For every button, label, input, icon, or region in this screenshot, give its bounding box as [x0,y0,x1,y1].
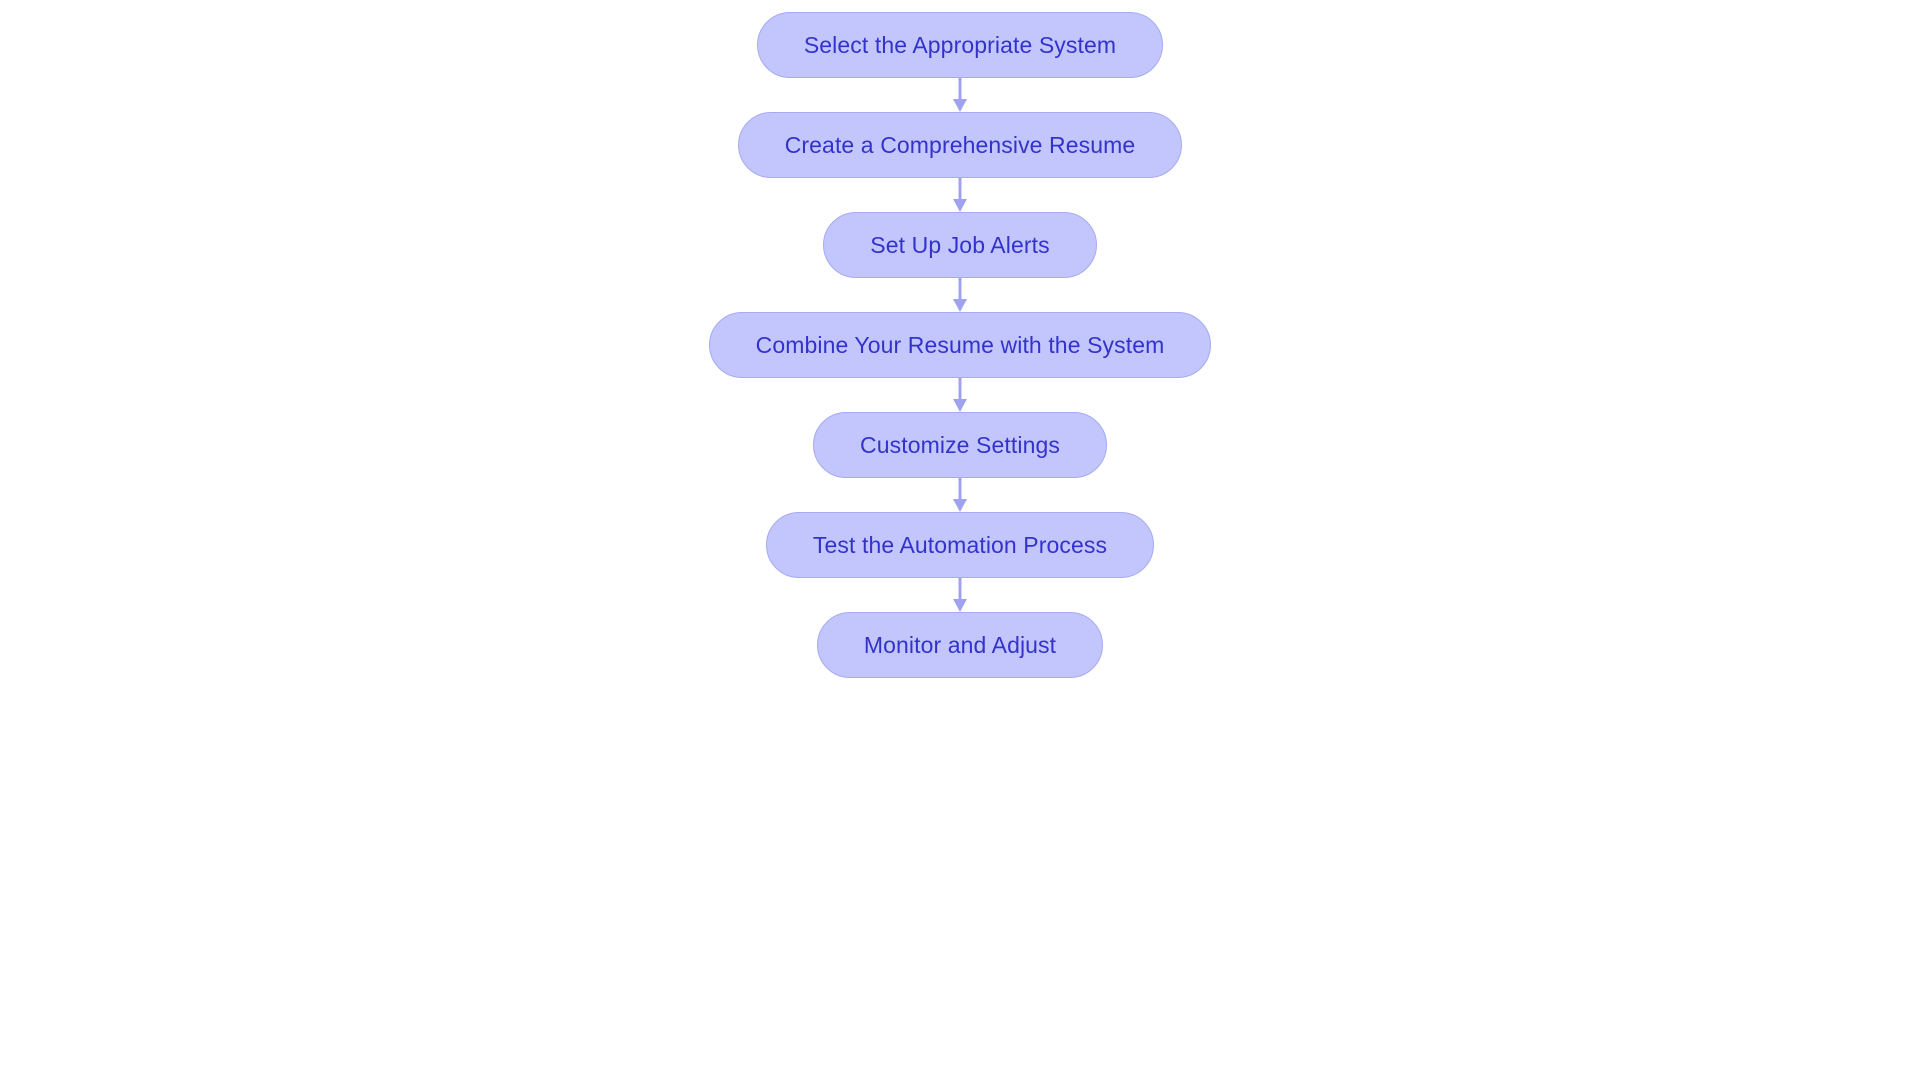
arrowhead-down-icon [953,499,967,512]
connector-line [958,78,962,100]
flowchart-node-label: Create a Comprehensive Resume [784,131,1136,158]
flowchart-node-combine-your-resume-with-the-system[interactable]: Combine Your Resume with the System [708,312,1212,378]
flowchart-node-select-the-appropriate-system[interactable]: Select the Appropriate System [756,12,1164,78]
flowchart-node-create-a-comprehensive-resume[interactable]: Create a Comprehensive Resume [737,112,1183,178]
arrowhead-down-icon [953,199,967,212]
flowchart-node-monitor-and-adjust[interactable]: Monitor and Adjust [816,612,1104,678]
flowchart-node-label: Combine Your Resume with the System [755,331,1165,358]
flowchart-arrow-3-to-4 [952,278,968,312]
flowchart-arrow-6-to-7 [952,578,968,612]
connector-line [958,278,962,300]
arrowhead-down-icon [953,99,967,112]
connector-line [958,178,962,200]
arrowhead-down-icon [953,299,967,312]
arrowhead-down-icon [953,399,967,412]
flowchart-node-customize-settings[interactable]: Customize Settings [813,412,1107,478]
flowchart-node-label: Customize Settings [860,431,1060,458]
flowchart-node-label: Monitor and Adjust [863,631,1057,658]
flowchart-node-label: Set Up Job Alerts [870,231,1050,258]
connector-line [958,578,962,600]
flowchart-arrow-1-to-2 [952,78,968,112]
flowchart-node-test-the-automation-process[interactable]: Test the Automation Process [765,512,1155,578]
flowchart-arrow-4-to-5 [952,378,968,412]
flowchart-node-set-up-job-alerts[interactable]: Set Up Job Alerts [823,212,1097,278]
connector-line [958,378,962,400]
connector-line [958,478,962,500]
flowchart-node-label: Test the Automation Process [812,531,1108,558]
arrowhead-down-icon [953,599,967,612]
flowchart-arrow-2-to-3 [952,178,968,212]
flowchart-arrow-5-to-6 [952,478,968,512]
flowchart-node-label: Select the Appropriate System [803,31,1117,58]
